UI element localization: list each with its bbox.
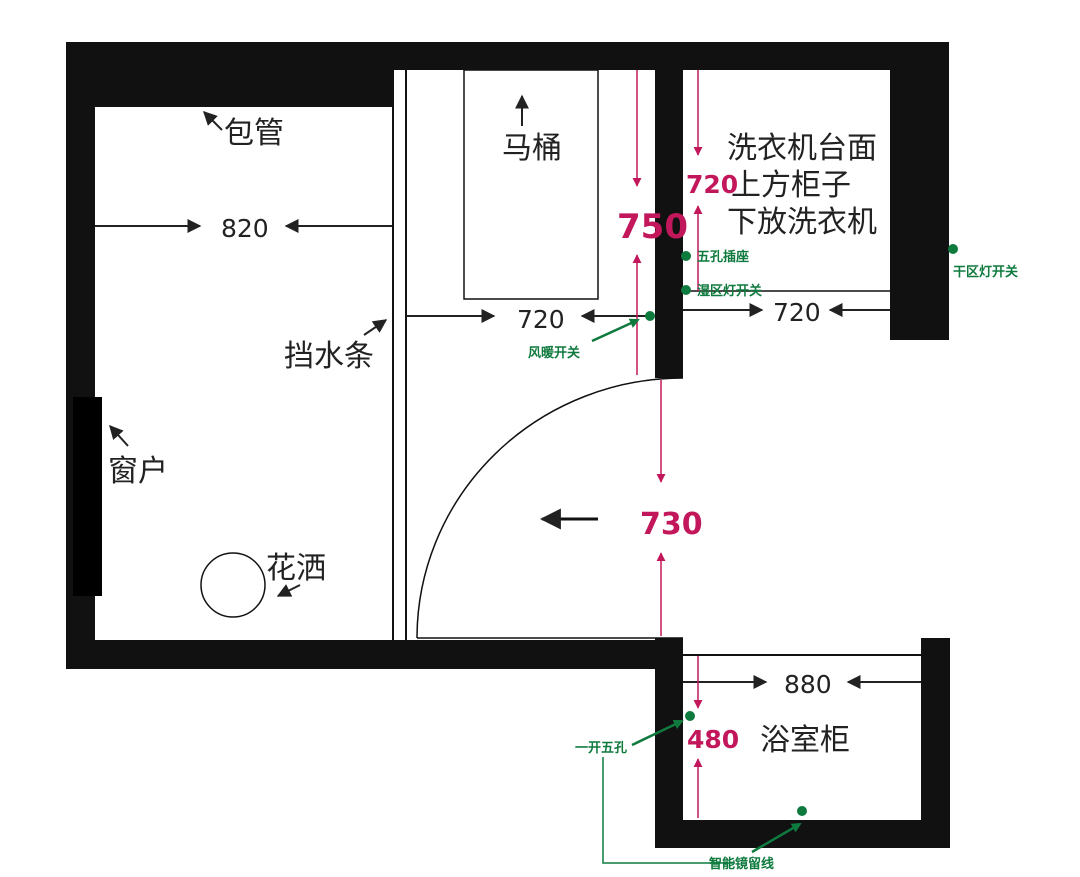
window-label: 窗户	[108, 454, 168, 489]
window-pointer	[109, 424, 129, 447]
vanity-depth-dim: 480	[687, 725, 739, 754]
shower-pointer	[276, 584, 301, 597]
vanity-bottom-wall	[655, 820, 950, 848]
dry-zone-switch-label: 干区灯开关	[953, 264, 1018, 280]
bottom-wall	[66, 640, 682, 669]
five-hole-socket-label: 五孔插座	[697, 249, 749, 265]
water-barrier-strip	[392, 70, 407, 640]
toilet-label: 马桶	[502, 131, 562, 166]
room-labels: 包管 马桶 洗衣机台面 上方柜子 下放洗衣机 挡水条 窗户 花洒 浴室柜	[108, 111, 877, 758]
walls	[66, 42, 950, 848]
toilet-laundry-partition	[655, 70, 683, 378]
pipe-box-label: 包管	[224, 116, 284, 151]
laundry-width-dim: 720	[773, 298, 821, 327]
five-hole-socket-dot	[681, 251, 691, 261]
heater-switch-dot	[645, 311, 655, 321]
smart-mirror-wire-dot	[797, 806, 807, 816]
shower-head-circle	[200, 552, 266, 618]
dimensions-black	[95, 219, 921, 689]
pipe-box	[95, 70, 392, 107]
one-switch-five-hole-dot	[685, 711, 695, 721]
dry-zone-switch-dot	[948, 244, 958, 254]
shower-label: 花洒	[266, 551, 326, 586]
washer-cabinet-label-1: 洗衣机台面	[727, 131, 877, 166]
wet-zone-switch-label: 湿区灯开关	[697, 283, 762, 299]
toilet-wall-height-dim: 750	[617, 207, 688, 247]
electrical-leaders	[591, 318, 802, 864]
heater-switch-label: 风暖开关	[528, 345, 580, 361]
door-swing	[416, 377, 684, 639]
wet-zone-switch-dot	[681, 285, 691, 295]
laundry-right-wall	[890, 70, 949, 340]
dimensions-magenta	[632, 70, 703, 818]
washer-cabinet-label-2: 上方柜子	[731, 168, 851, 203]
laundry-depth-dim: 720	[686, 170, 738, 199]
door-width-dim: 730	[640, 507, 703, 542]
smart-mirror-wire-label: 智能镜留线	[709, 856, 774, 872]
one-switch-five-hole-label: 一开五孔	[575, 741, 627, 756]
pipe-box-pointer	[203, 111, 223, 131]
toilet-zone-width-dim: 720	[517, 305, 565, 334]
shower-width-dim: 820	[221, 214, 269, 243]
electrical-points	[645, 244, 958, 816]
vanity-width-dim: 880	[784, 670, 832, 699]
vanity-right-wall	[921, 638, 950, 848]
vanity-label: 浴室柜	[760, 723, 850, 758]
water-barrier-pointer	[363, 319, 388, 336]
top-wall	[66, 42, 949, 70]
vanity-left-wall	[655, 638, 683, 848]
washer-cabinet-label-3: 下放洗衣机	[727, 205, 877, 240]
window-frame	[73, 397, 102, 596]
toilet-outline	[463, 69, 599, 300]
water-barrier-label: 挡水条	[284, 339, 374, 374]
